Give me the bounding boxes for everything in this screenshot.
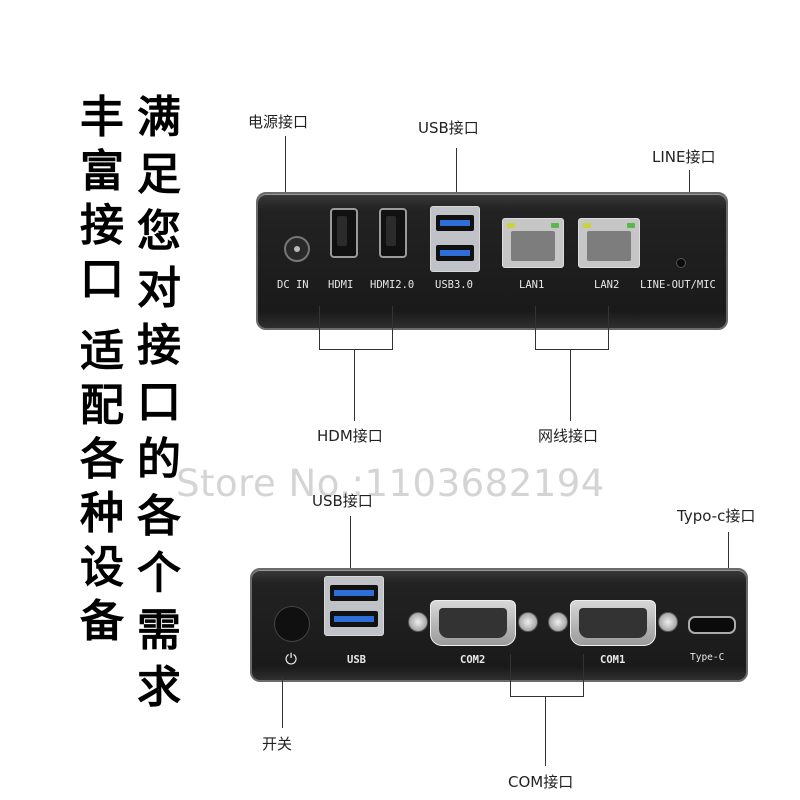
hdmi-port-icon: [330, 208, 358, 258]
leader-line: [570, 349, 571, 421]
leader-line: [456, 148, 457, 210]
callout-hdmi-port: HDM接口: [317, 427, 383, 445]
headline-char: 备: [80, 596, 124, 647]
power-button-surround: [274, 606, 310, 642]
port-label-typec: Type-C: [690, 652, 725, 663]
callout-line-port: LINE接口: [652, 148, 716, 166]
headline-right-column: 满 足 您 对 接 口 的 各 个 需 求: [132, 96, 186, 723]
headline-char: 求: [137, 662, 181, 713]
headline-char: 配: [80, 380, 124, 431]
hdmi2-port-icon: [379, 208, 407, 258]
headline-char: 足: [137, 149, 181, 200]
headline-char: 丰: [80, 92, 124, 143]
bracket-line: [319, 306, 320, 350]
bracket-line: [510, 696, 584, 697]
headline-char: 各: [80, 434, 124, 485]
leader-line: [350, 516, 351, 582]
power-icon: ⏻: [285, 650, 297, 668]
port-label-hdmi2: HDMI2.0: [370, 279, 415, 291]
callout-usb-port-front: USB接口: [312, 492, 373, 510]
port-label-usb: USB: [347, 654, 366, 666]
headline-char: 适: [80, 326, 124, 377]
store-watermark: Store No.:1103682194: [176, 462, 605, 505]
screw-icon: [548, 612, 568, 632]
headline-char: 富: [80, 146, 124, 197]
bracket-line: [583, 654, 584, 696]
headline-char: 满: [137, 92, 181, 143]
port-label-com2: COM2: [460, 654, 486, 666]
port-label-dc: DC IN: [277, 279, 309, 291]
headline-char: 需: [137, 605, 181, 656]
headline-char: 种: [80, 488, 124, 539]
leader-line: [545, 696, 546, 766]
bracket-line: [319, 349, 393, 350]
dc-jack-icon: [284, 236, 310, 262]
headline-char: 设: [80, 542, 124, 593]
bracket-line: [535, 306, 536, 350]
bracket-line: [535, 349, 609, 350]
headline-char: 的: [137, 434, 181, 485]
port-label-lan2: LAN2: [594, 279, 620, 291]
headline-char: 接: [137, 320, 181, 371]
bracket-line: [608, 306, 609, 350]
leader-line: [285, 136, 286, 234]
callout-lan-port: 网线接口: [538, 427, 599, 445]
port-label-usb3: USB3.0: [435, 279, 473, 291]
headline-char: 各: [137, 491, 181, 542]
bracket-line: [510, 654, 511, 696]
callout-usb-port-top: USB接口: [418, 119, 479, 137]
port-label-line-out: LINE-OUT/MIC: [640, 279, 716, 291]
lan1-port-icon: [502, 218, 564, 268]
callout-com-port: COM接口: [508, 773, 574, 791]
port-label-hdmi: HDMI: [328, 279, 354, 291]
headline-char: 口: [137, 377, 181, 428]
headline-char: 口: [80, 254, 124, 305]
callout-power-port: 电源接口: [248, 113, 309, 131]
headline-char: 接: [80, 200, 124, 251]
device-rear-panel: DC IN HDMI HDMI2.0 USB3.0 LAN1 LAN2 LINE…: [256, 192, 728, 330]
com1-port-icon: [570, 600, 656, 646]
port-label-lan1: LAN1: [519, 279, 545, 291]
headline-char: 个: [137, 548, 181, 599]
screw-icon: [518, 612, 538, 632]
typec-port-icon: [688, 616, 736, 634]
callout-power-switch: 开关: [262, 735, 293, 753]
callout-typec-port: Typo-c接口: [677, 507, 756, 525]
leader-line: [354, 349, 355, 421]
headline-char: 您: [137, 206, 181, 257]
lan2-port-icon: [578, 218, 640, 268]
bracket-line: [392, 306, 393, 350]
headline-char: 对: [137, 263, 181, 314]
audio-jack-icon: [676, 258, 686, 268]
device-front-panel: ⏻ USB COM2 COM1 Type-C: [250, 568, 748, 682]
port-label-com1: COM1: [600, 654, 626, 666]
usb3-port-icon: [430, 206, 480, 272]
screw-icon: [658, 612, 678, 632]
com2-port-icon: [430, 600, 516, 646]
screw-icon: [408, 612, 428, 632]
usb-port-front-icon: [324, 576, 384, 636]
headline-left-column: 丰 富 接 口 适 配 各 种 设 备: [78, 96, 126, 654]
leader-line: [282, 676, 283, 728]
